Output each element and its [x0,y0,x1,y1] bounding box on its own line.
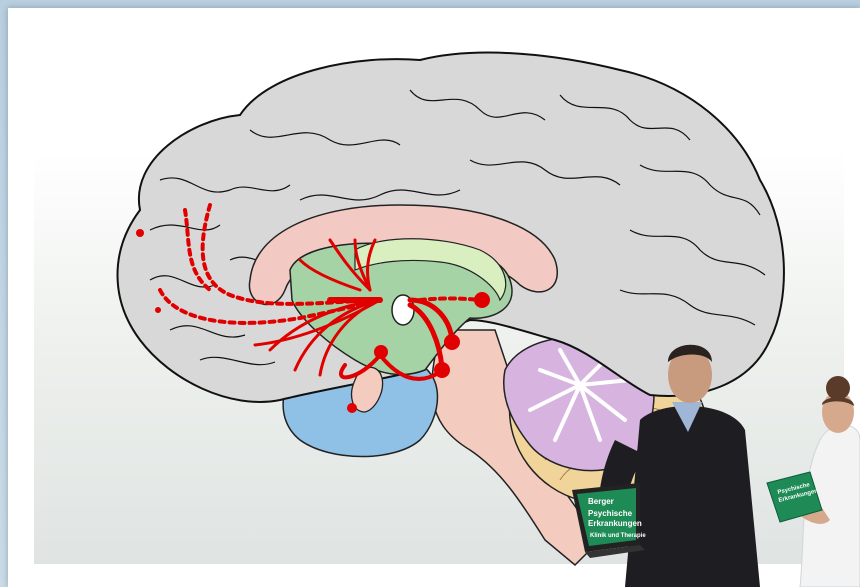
laptop-subtitle: Klinik und Therapie [590,533,646,539]
laptop-title-line2: Erkrankungen [588,519,642,528]
laptop-brand: Berger [588,497,614,506]
laptop-title-line1: Psychische [588,509,633,518]
